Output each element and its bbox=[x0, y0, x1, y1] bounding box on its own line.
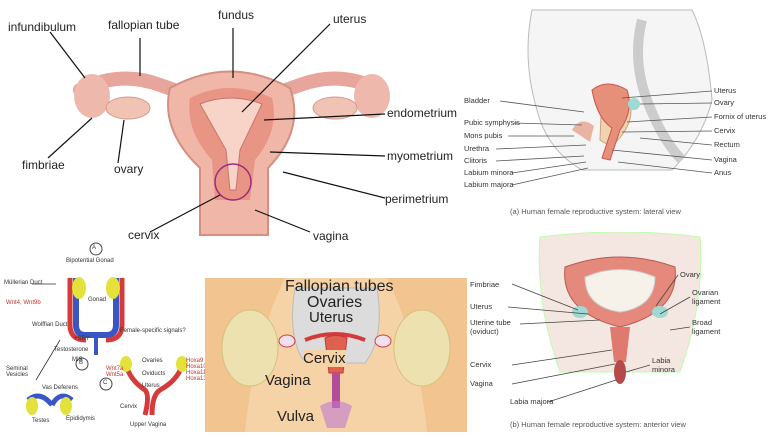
oviducts-dev-label: Oviducts bbox=[142, 371, 166, 377]
mullerian-duct-label: Müllerian Duct bbox=[4, 280, 43, 286]
lateral-label-vagina: Vagina bbox=[714, 155, 737, 164]
sry-label: +SRY bbox=[74, 336, 90, 342]
mis-label: MIS bbox=[72, 357, 83, 363]
gonad-label: Gonad bbox=[88, 297, 107, 303]
label-myometrium: myometrium bbox=[387, 149, 454, 163]
lateral-label-mons-pubis: Mons pubis bbox=[464, 131, 503, 140]
anterior-label-ovarian-ligament: Ovarian ligament bbox=[692, 288, 721, 306]
anterior-label-uterine-tube: Uterine tube (oviduct) bbox=[470, 318, 511, 336]
ovaries-dev-label: Ovaries bbox=[142, 358, 163, 364]
illus-label-vulva: Vulva bbox=[277, 408, 314, 425]
uterus-dev-label: Uterus bbox=[142, 383, 160, 389]
label-infundibulum: infundibulum bbox=[8, 20, 77, 34]
illus-label-uterus: Uterus bbox=[309, 309, 354, 326]
bipotential-gonad-label: Bipotential Gonad bbox=[66, 258, 114, 264]
anterior-caption: (b) Human female reproductive system: an… bbox=[510, 420, 686, 429]
epididymis-label: Epididymis bbox=[66, 416, 96, 422]
label-uterus: uterus bbox=[333, 12, 367, 26]
female-signals-label: Female-specific signals? bbox=[120, 328, 186, 334]
illus-label-vagina: Vagina bbox=[265, 372, 311, 389]
development-illustration bbox=[26, 242, 188, 416]
lateral-label-fornix: Fornix of uterus bbox=[714, 112, 767, 121]
lateral-label-urethra: Urethra bbox=[464, 144, 490, 153]
anterior-view-panel: Fimbriae Uterus Uterine tube (oviduct) C… bbox=[470, 231, 768, 432]
vas-deferens-label: Vas Deferens bbox=[42, 385, 78, 391]
testes-label: Testes bbox=[32, 418, 50, 424]
label-vagina: vagina bbox=[313, 229, 349, 243]
development-panel: A Bipotential Gonad Müllerian Duct Wnt4,… bbox=[0, 240, 207, 432]
cervix-dev-label: Cervix bbox=[120, 404, 138, 410]
hox-right-label: Hoxa9 Hoxa10 Hoxa11 Hoxa13 bbox=[186, 358, 207, 382]
seminal-vesicles-label: Seminal Vesicles bbox=[6, 366, 29, 378]
label-ovary: ovary bbox=[114, 162, 144, 176]
lateral-label-labium-majora: Labium majora bbox=[464, 180, 514, 189]
anterior-label-fimbriae: Fimbriae bbox=[470, 280, 500, 289]
anterior-label-ovary: Ovary bbox=[680, 270, 701, 279]
lateral-label-bladder: Bladder bbox=[464, 96, 490, 105]
lateral-label-ovary: Ovary bbox=[714, 98, 735, 107]
wnt-mullerian-label: Wnt4, Wnt9b bbox=[6, 300, 41, 306]
lateral-label-cervix: Cervix bbox=[714, 126, 736, 135]
uterus-illustration bbox=[47, 23, 390, 236]
anterior-label-labia-majora: Labia majora bbox=[510, 397, 554, 406]
anterior-label-cervix: Cervix bbox=[470, 360, 492, 369]
label-perimetrium: perimetrium bbox=[385, 192, 449, 206]
label-cervix: cervix bbox=[128, 228, 160, 242]
label-endometrium: endometrium bbox=[387, 106, 458, 120]
anterior-label-uterus: Uterus bbox=[470, 302, 493, 311]
illus-label-cervix: Cervix bbox=[303, 350, 346, 367]
anterior-label-broad-ligament: Broad ligament bbox=[692, 318, 721, 336]
upper-vagina-label: Upper Vagina bbox=[130, 422, 167, 428]
lateral-label-labium-minora: Labium minora bbox=[464, 168, 514, 177]
label-fimbriae: fimbriae bbox=[22, 158, 65, 172]
circle-a-label: A bbox=[92, 245, 97, 251]
lateral-label-clitoris: Clitoris bbox=[464, 156, 487, 165]
lateral-view-illustration bbox=[495, 9, 713, 186]
lateral-view-panel: Bladder Pubic symphysis Mons pubis Ureth… bbox=[462, 0, 768, 225]
circle-c-label: C bbox=[103, 380, 108, 386]
wnt-left-label: Wnt7a Wnt5a bbox=[106, 366, 124, 378]
label-fallopian-tube: fallopian tube bbox=[108, 18, 180, 32]
anterior-label-vagina: Vagina bbox=[470, 379, 493, 388]
wolffian-duct-label: Wolffian Duct bbox=[32, 322, 68, 328]
testosterone-label: Testosterone bbox=[54, 347, 89, 353]
illus-label-ovaries: Ovaries bbox=[307, 294, 363, 311]
illustration-panel: Fallopian tubes Ovaries Uterus Cervix Va… bbox=[205, 278, 467, 432]
anterior-view-illustration bbox=[507, 231, 702, 403]
lateral-label-anus: Anus bbox=[714, 168, 732, 177]
illus-label-fallopian-tubes: Fallopian tubes bbox=[285, 278, 394, 295]
lateral-label-uterus: Uterus bbox=[714, 86, 737, 95]
label-fundus: fundus bbox=[218, 8, 255, 22]
uterus-diagram-panel: infundibulum fallopian tube fundus uteru… bbox=[0, 0, 470, 245]
lateral-label-rectum: Rectum bbox=[714, 140, 740, 149]
circle-b-label: B bbox=[79, 360, 84, 366]
lateral-caption: (a) Human female reproductive system: la… bbox=[510, 207, 681, 216]
anterior-label-labia-minora: Labia minora bbox=[652, 356, 675, 374]
lateral-label-pubic-symphysis: Pubic symphysis bbox=[464, 118, 520, 127]
